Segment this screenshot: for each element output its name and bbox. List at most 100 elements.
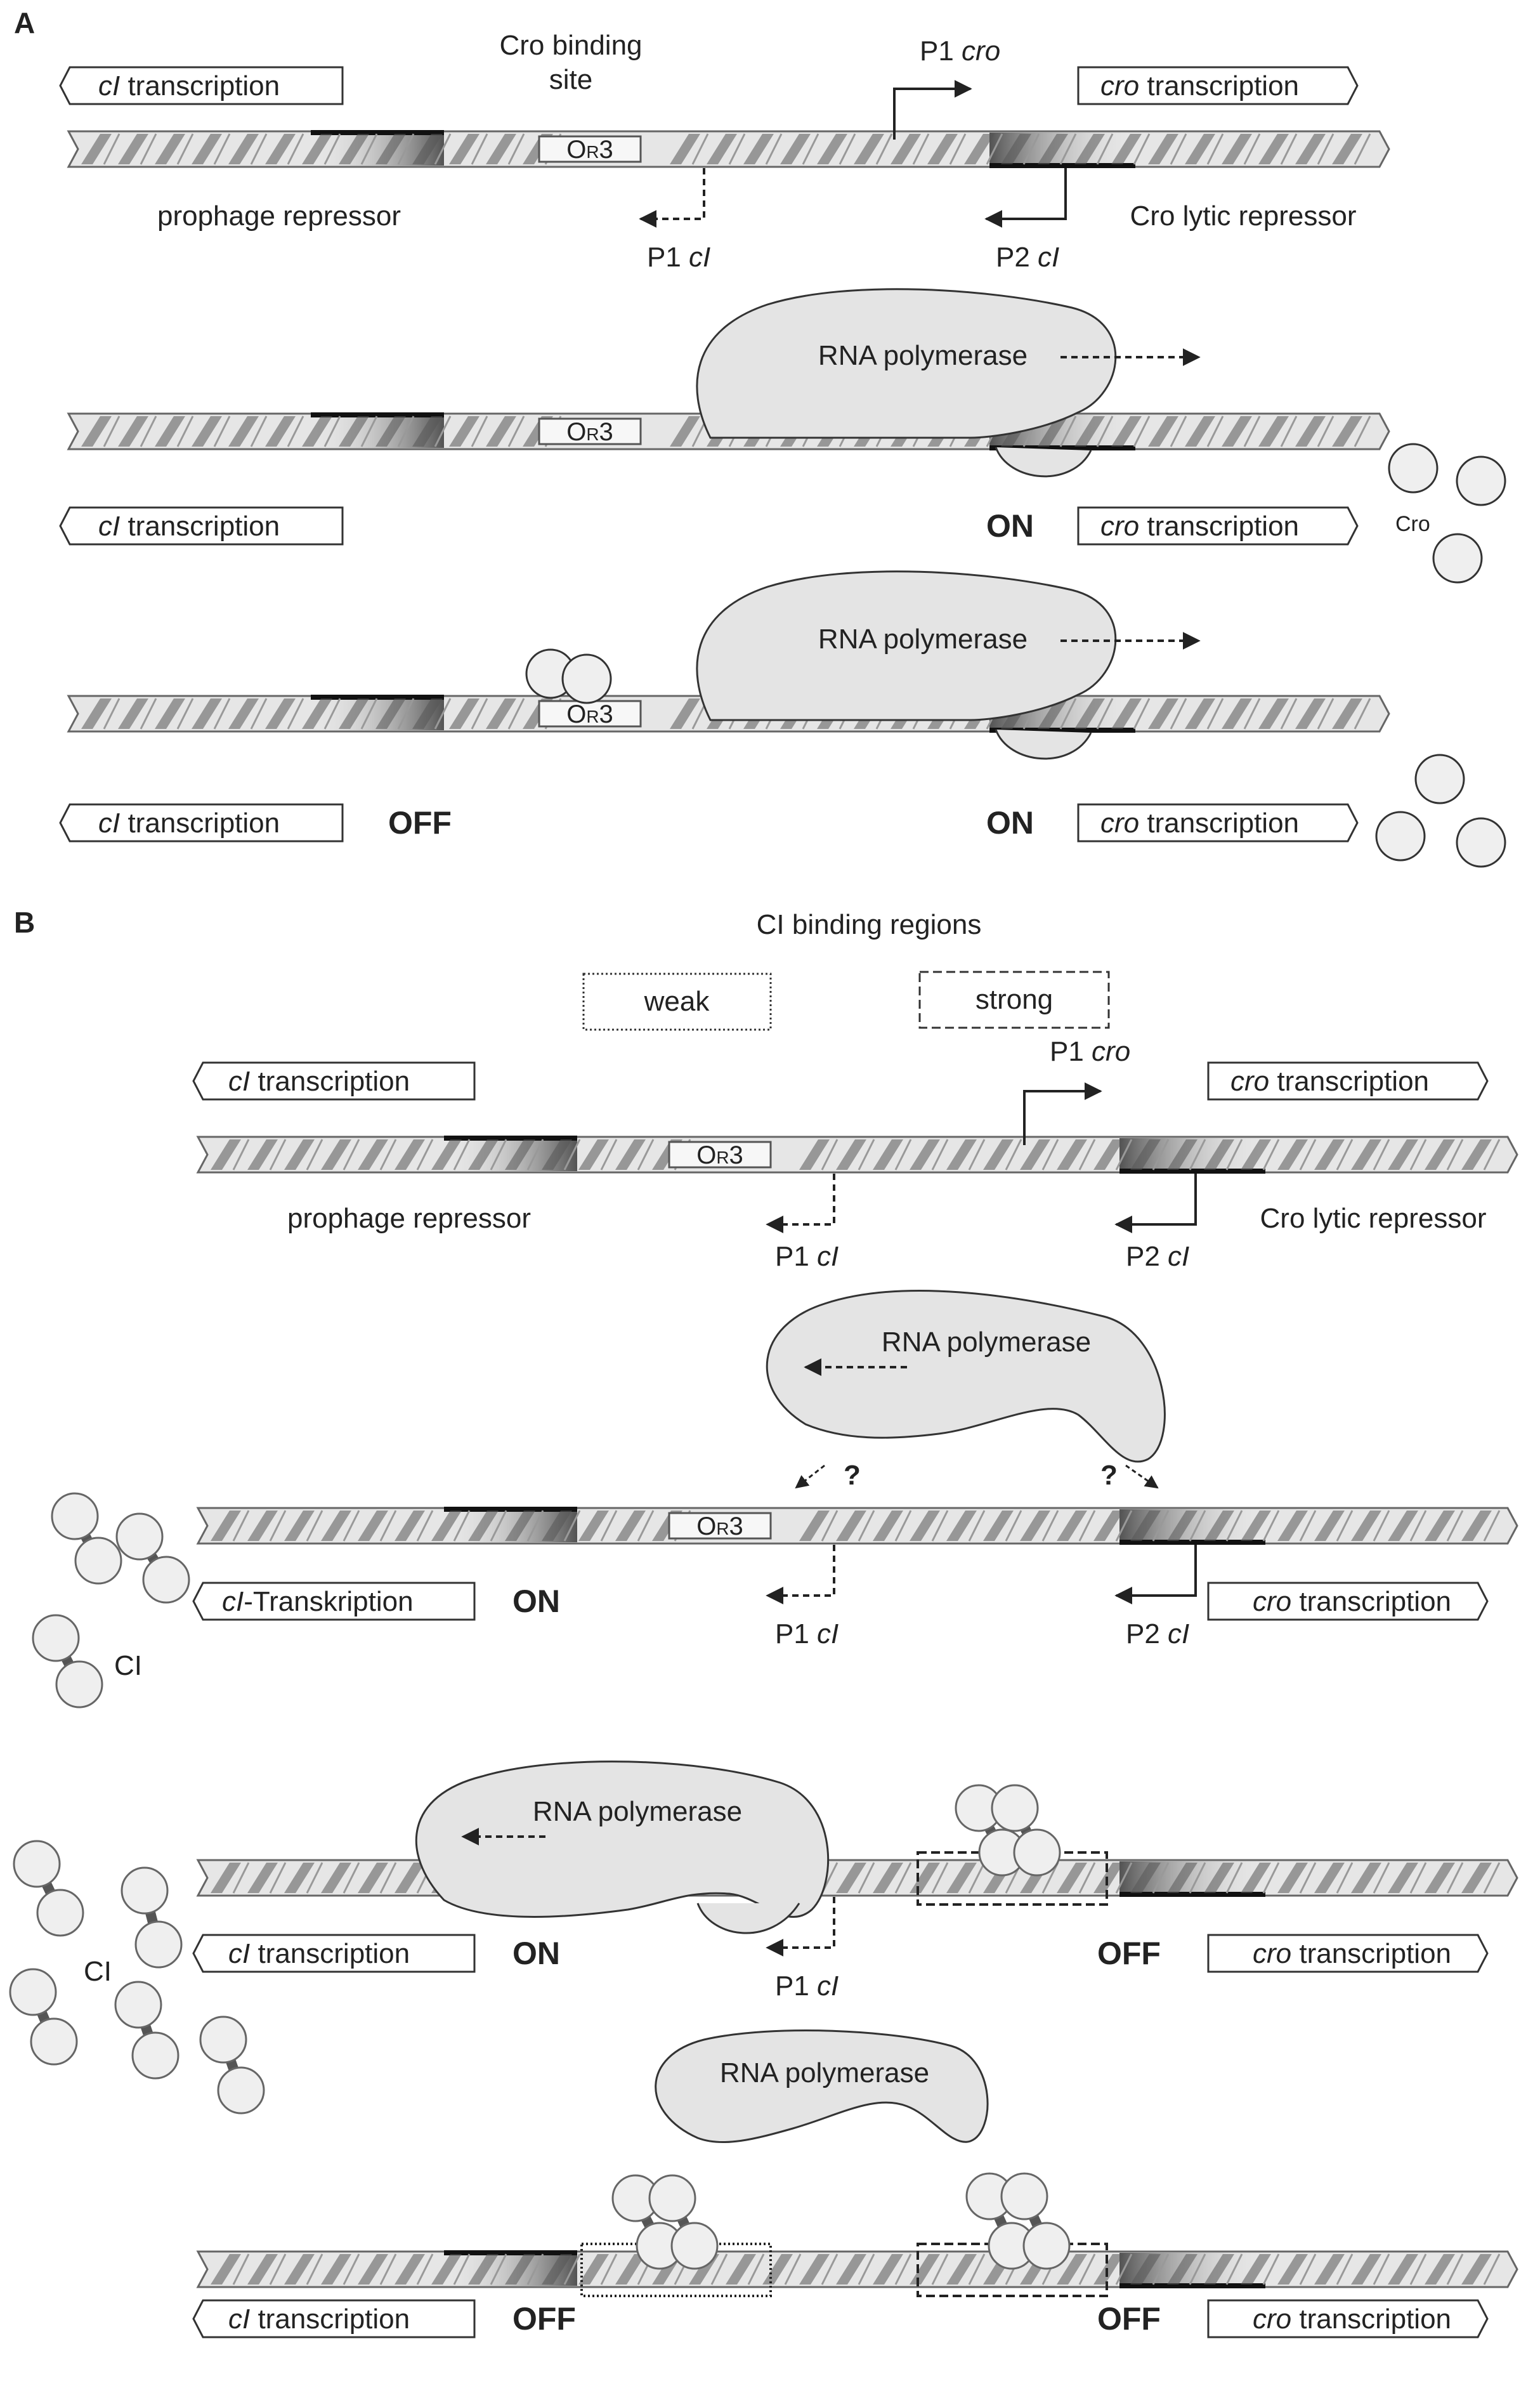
promoter-p1-cro-arrow: P1 cro bbox=[1023, 1036, 1130, 1145]
ci-dimer bbox=[648, 2174, 719, 2270]
ci-dimer bbox=[51, 1492, 122, 1585]
dna-twist bbox=[873, 1511, 903, 1541]
ci-sphere bbox=[115, 1512, 164, 1561]
ci-status-off: OFF bbox=[512, 2301, 576, 2337]
dna-twist bbox=[412, 134, 443, 164]
svg-text:P1 cI: P1 cI bbox=[647, 242, 710, 273]
svg-text:cI transcription: cI transcription bbox=[98, 70, 280, 102]
dna-twist bbox=[192, 698, 222, 729]
dna-twist bbox=[873, 2254, 903, 2285]
dna-twist bbox=[412, 698, 443, 729]
svg-text:cro transcription: cro transcription bbox=[1253, 1586, 1451, 1617]
dna-twist bbox=[1057, 1863, 1087, 1893]
transcription-arrow-cro: cro transcription bbox=[1207, 1582, 1489, 1621]
ci-sphere bbox=[13, 1840, 61, 1888]
panel-b-label: B bbox=[14, 906, 35, 939]
rna-polymerase-label: RNA polymerase bbox=[818, 340, 1028, 371]
dna-twist bbox=[247, 1139, 278, 1170]
promoter-p2-ci-arrow: P2 cI bbox=[984, 168, 1067, 273]
svg-text:cro transcription: cro transcription bbox=[1100, 511, 1299, 542]
dna-twist bbox=[946, 1863, 977, 1893]
ci-transcription-text: transcription bbox=[250, 1938, 410, 1969]
dna-twist bbox=[375, 416, 406, 447]
dna-twist bbox=[983, 1511, 1014, 1541]
p2-ci-prefix: P2 bbox=[1126, 1618, 1168, 1649]
dna-twist bbox=[1057, 2254, 1087, 2285]
dna-twist bbox=[265, 134, 296, 164]
ci-sphere bbox=[131, 2031, 179, 2080]
transcription-arrow-cro: cro transcription bbox=[1207, 1934, 1489, 1973]
svg-text:cI transcription: cI transcription bbox=[228, 1066, 410, 1097]
dna-twist bbox=[1020, 1511, 1050, 1541]
dna-twist bbox=[339, 698, 369, 729]
strong-region-key: strong bbox=[918, 971, 1110, 1029]
dna-twist bbox=[118, 134, 148, 164]
dna-twist bbox=[1148, 698, 1178, 729]
promoter-p1-ci-arrow: P1 cI bbox=[766, 1897, 839, 2002]
ci-sphere bbox=[121, 1866, 169, 1915]
p2-ci-italic: cI bbox=[1168, 1618, 1189, 1649]
dna-twist bbox=[81, 416, 112, 447]
rna-polymerase: RNA polymerase bbox=[696, 570, 1201, 760]
svg-text:P1 cro: P1 cro bbox=[1050, 1036, 1130, 1067]
dna-twist bbox=[1332, 416, 1362, 447]
cro-italic: cro bbox=[1100, 511, 1139, 542]
dna-helix: OR3 bbox=[67, 130, 1390, 168]
p1-ci-italic: cI bbox=[817, 1241, 839, 1272]
dna-twist bbox=[578, 1139, 609, 1170]
cro-italic: cro bbox=[1100, 70, 1139, 102]
dna-twist bbox=[1093, 2254, 1124, 2285]
dna-twist bbox=[247, 1863, 278, 1893]
p1-ci-italic: cI bbox=[817, 1970, 839, 2002]
dna-twist bbox=[1185, 134, 1215, 164]
or3-label: OR3 bbox=[566, 700, 613, 728]
dna-twist bbox=[670, 698, 700, 729]
rna-polymerase-label: RNA polymerase bbox=[720, 2057, 929, 2088]
svg-text:cro transcription: cro transcription bbox=[1253, 1938, 1451, 1969]
dna-twist bbox=[1130, 1863, 1161, 1893]
dna-twist bbox=[155, 416, 185, 447]
cro-status-off: OFF bbox=[1097, 2301, 1161, 2337]
dna-twist bbox=[1020, 1139, 1050, 1170]
promoter-p1-ci-arrow: P1 cI bbox=[639, 168, 710, 273]
dna-twist bbox=[302, 416, 332, 447]
cro-transcription-text: transcription bbox=[1139, 70, 1299, 102]
dna-twist bbox=[192, 416, 222, 447]
dna-twist bbox=[873, 1863, 903, 1893]
p1-cro-italic: cro bbox=[1092, 1036, 1130, 1067]
ci-sphere bbox=[114, 1981, 162, 2029]
dna-twist bbox=[1461, 2254, 1492, 2285]
dna-twist bbox=[395, 1863, 425, 1893]
dashed-arrow-to-p2 bbox=[1125, 1464, 1159, 1489]
dna-twist bbox=[1130, 1139, 1161, 1170]
dna-twist bbox=[1057, 1139, 1087, 1170]
dna-twist bbox=[449, 698, 480, 729]
ci-transcription-text: transcription bbox=[120, 511, 280, 542]
dna-twist bbox=[1388, 1511, 1418, 1541]
dna-twist bbox=[247, 1511, 278, 1541]
dna-twist bbox=[1148, 416, 1178, 447]
ci-transcription-text: transcription bbox=[250, 1066, 410, 1097]
dna-twist bbox=[1241, 2254, 1271, 2285]
dna-twist bbox=[395, 1139, 425, 1170]
dna-twist bbox=[615, 1139, 646, 1170]
svg-text:P2 cI: P2 cI bbox=[1126, 1241, 1189, 1272]
ci-binding-regions-label: CI binding regions bbox=[757, 909, 982, 940]
dna-twist bbox=[81, 698, 112, 729]
cro-protein bbox=[1432, 533, 1483, 584]
dna-twist bbox=[1222, 134, 1252, 164]
dna-twist bbox=[302, 698, 332, 729]
panel-a-label: A bbox=[14, 6, 35, 39]
svg-text:P1 cro: P1 cro bbox=[920, 36, 1000, 67]
dna-twist bbox=[1167, 1139, 1197, 1170]
dna-twist bbox=[964, 134, 995, 164]
dna-twist bbox=[836, 1139, 866, 1170]
cro-protein-label: Cro bbox=[1395, 512, 1430, 536]
ci-status-on: ON bbox=[512, 1936, 560, 1971]
dna-twist bbox=[1332, 698, 1362, 729]
svg-text:cI transcription: cI transcription bbox=[228, 2304, 410, 2335]
dna-twist bbox=[542, 2254, 572, 2285]
cro-status-on: ON bbox=[986, 508, 1034, 544]
dna-twist bbox=[1277, 2254, 1308, 2285]
promoter-p1-cro-arrow: P1 cro bbox=[893, 36, 1000, 140]
